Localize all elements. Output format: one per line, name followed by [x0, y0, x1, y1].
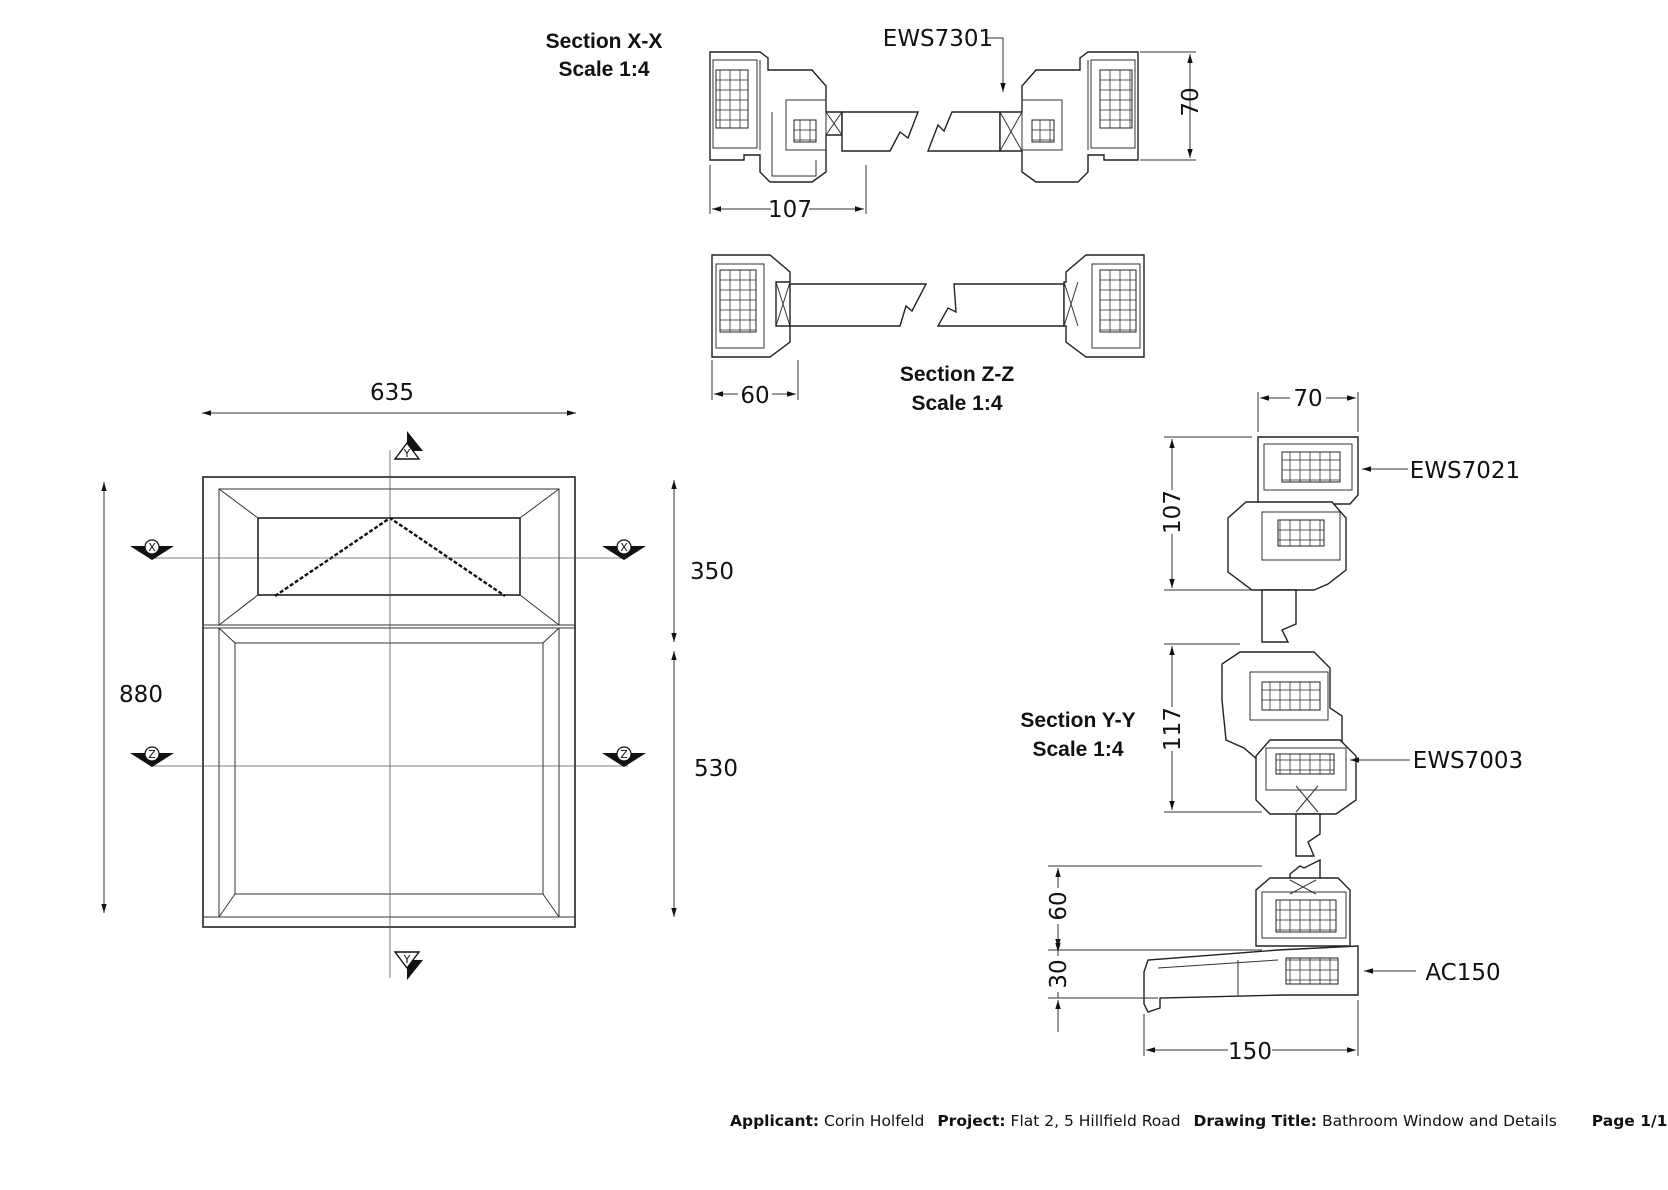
svg-text:Section X-X: Section X-X — [546, 30, 663, 53]
title-block: Applicant: Corin Holfeld Project: Flat 2… — [730, 1112, 1667, 1130]
svg-text:EWS7003: EWS7003 — [1413, 748, 1523, 774]
svg-text:30: 30 — [1046, 959, 1072, 988]
project-value: Flat 2, 5 Hillfield Road — [1010, 1112, 1181, 1130]
svg-text:117: 117 — [1160, 707, 1186, 751]
dim-elevation-width: 635 — [202, 380, 576, 416]
svg-text:Scale 1:4: Scale 1:4 — [558, 58, 649, 81]
window-elevation — [150, 450, 628, 978]
svg-text:107: 107 — [1160, 490, 1186, 534]
section-zz-drawing: 60 — [711, 254, 1145, 409]
applicant-value: Corin Holfeld — [824, 1112, 925, 1130]
svg-text:70: 70 — [1293, 386, 1322, 412]
page-number: Page 1/1 — [1591, 1112, 1668, 1130]
svg-text:EWS7021: EWS7021 — [1410, 458, 1520, 484]
svg-text:X: X — [620, 541, 628, 554]
section-xx-title: Section X-X Scale 1:4 — [546, 30, 663, 81]
section-marker-x-left: X — [130, 539, 174, 560]
svg-text:150: 150 — [1228, 1039, 1272, 1065]
svg-text:X: X — [148, 541, 156, 554]
section-xx-drawing: EWS7301 107 70 — [709, 26, 1204, 223]
svg-text:AC150: AC150 — [1425, 960, 1500, 986]
svg-text:Scale 1:4: Scale 1:4 — [911, 392, 1002, 415]
section-yy-title: Section Y-Y Scale 1:4 — [1020, 709, 1135, 761]
svg-text:635: 635 — [370, 380, 414, 406]
drawing-title-value: Bathroom Window and Details — [1321, 1112, 1557, 1130]
svg-text:530: 530 — [694, 756, 738, 782]
dim-bottom-sash: 530 — [671, 651, 738, 917]
drawing-title-label: Drawing Title: — [1193, 1112, 1317, 1130]
svg-text:Z: Z — [620, 748, 628, 761]
svg-text:Y: Y — [403, 447, 411, 460]
svg-text:107: 107 — [768, 197, 812, 223]
svg-text:Scale 1:4: Scale 1:4 — [1032, 738, 1123, 761]
svg-text:70: 70 — [1178, 87, 1204, 116]
section-marker-y-bottom: Y — [393, 951, 423, 980]
section-yy-drawing: 70 EWS7021 107 117 EWS7003 60 30 AC15 — [1045, 385, 1523, 1065]
project-label: Project: — [937, 1112, 1006, 1130]
section-marker-z-right: Z — [602, 746, 646, 767]
svg-text:Section Z-Z: Section Z-Z — [900, 363, 1015, 386]
svg-text:350: 350 — [690, 559, 734, 585]
svg-text:Z: Z — [148, 748, 156, 761]
svg-text:Y: Y — [403, 953, 411, 966]
dim-elevation-height: 880 — [101, 482, 163, 913]
section-marker-y-top: Y — [393, 431, 423, 460]
svg-text:Section Y-Y: Section Y-Y — [1020, 709, 1135, 732]
section-marker-x-right: X — [602, 539, 646, 560]
section-zz-title: Section Z-Z Scale 1:4 — [900, 363, 1015, 415]
applicant-label: Applicant: — [730, 1112, 820, 1130]
section-marker-z-left: Z — [130, 746, 174, 767]
svg-text:60: 60 — [740, 383, 769, 409]
dim-top-sash: 350 — [671, 480, 734, 642]
svg-text:880: 880 — [119, 682, 163, 708]
svg-text:60: 60 — [1046, 891, 1072, 920]
svg-text:EWS7301: EWS7301 — [883, 26, 993, 52]
